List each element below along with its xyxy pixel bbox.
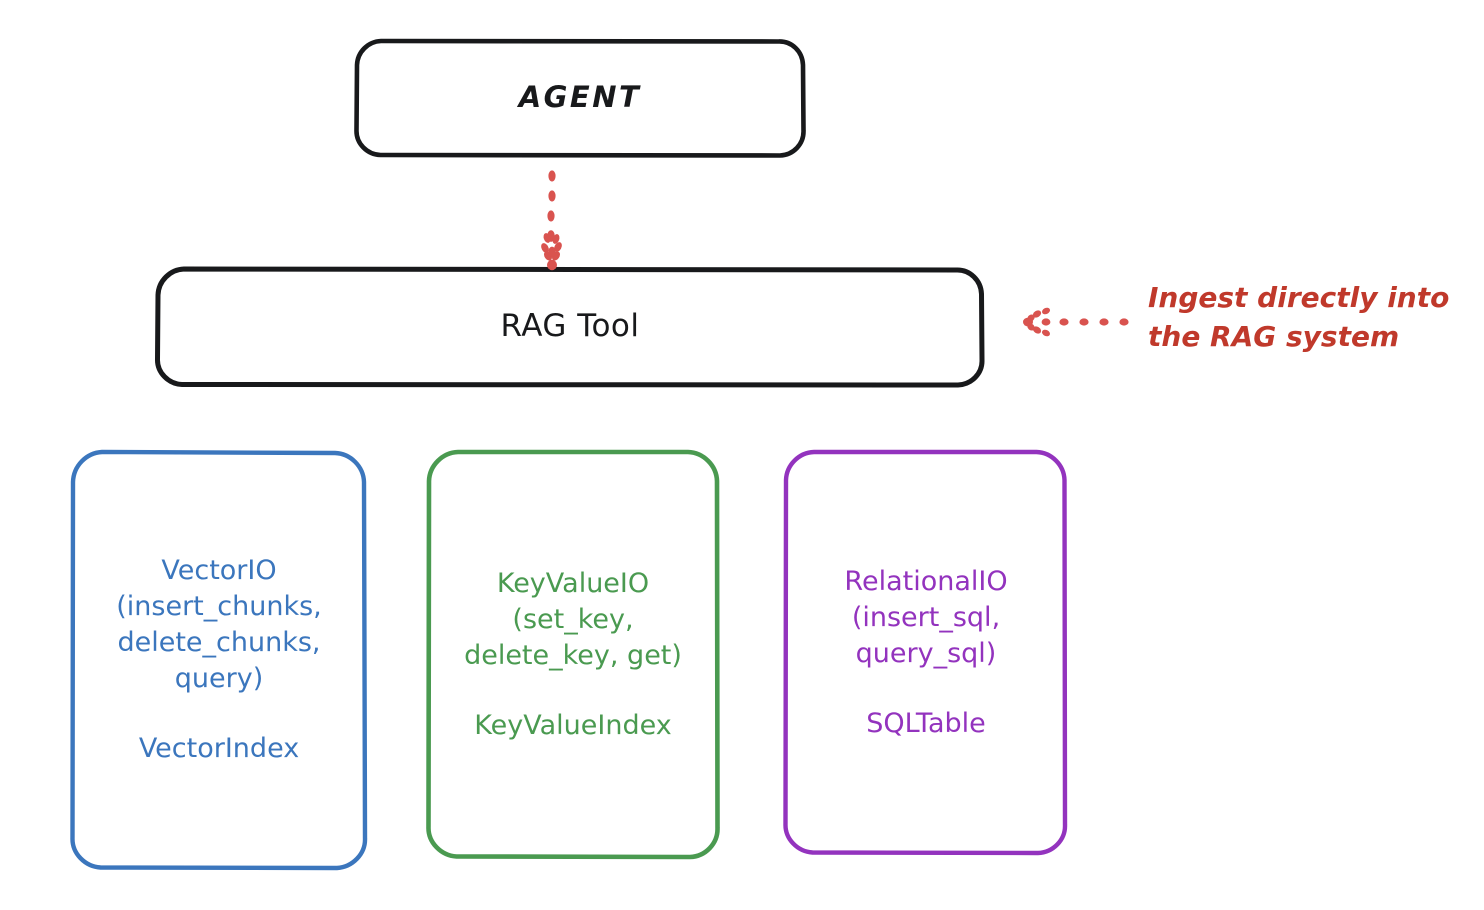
rag-tool-box-outline xyxy=(155,266,985,388)
agent-box-outline xyxy=(354,38,806,158)
relationalio-box-outline xyxy=(783,449,1068,856)
annotation-ingest: Ingest directly into the RAG system xyxy=(1148,279,1478,356)
node-agent-label: AGENT xyxy=(518,79,642,114)
node-rag-tool[interactable]: RAG Tool xyxy=(157,268,983,385)
node-vector-io[interactable]: VectorIO (insert_chunks, delete_chunks, … xyxy=(72,450,366,870)
node-key-value-io-sublabel: KeyValueIndex xyxy=(474,710,672,742)
node-key-value-io[interactable]: KeyValueIO (set_key, delete_key, get) Ke… xyxy=(428,450,718,860)
node-relational-io-sublabel: SQLTable xyxy=(866,708,986,740)
annotation-ingest-text: Ingest directly into the RAG system xyxy=(1148,281,1450,353)
node-agent[interactable]: AGENT xyxy=(356,40,804,155)
node-key-value-io-label: KeyValueIO (set_key, delete_key, get) xyxy=(464,567,682,671)
dotted-arrow-left-icon xyxy=(1023,307,1129,337)
node-vector-io-label: VectorIO (insert_chunks, delete_chunks, … xyxy=(116,554,322,695)
dotted-arrow-down-icon xyxy=(541,170,562,271)
vectorio-box-outline xyxy=(70,449,368,871)
node-vector-io-sublabel: VectorIndex xyxy=(138,733,300,765)
node-relational-io-label: RelationalIO (insert_sql, query_sql) xyxy=(844,565,1008,669)
node-relational-io[interactable]: RelationalIO (insert_sql, query_sql) SQL… xyxy=(786,450,1066,856)
keyvalueio-box-outline xyxy=(426,449,720,860)
node-rag-tool-label: RAG Tool xyxy=(500,308,640,345)
